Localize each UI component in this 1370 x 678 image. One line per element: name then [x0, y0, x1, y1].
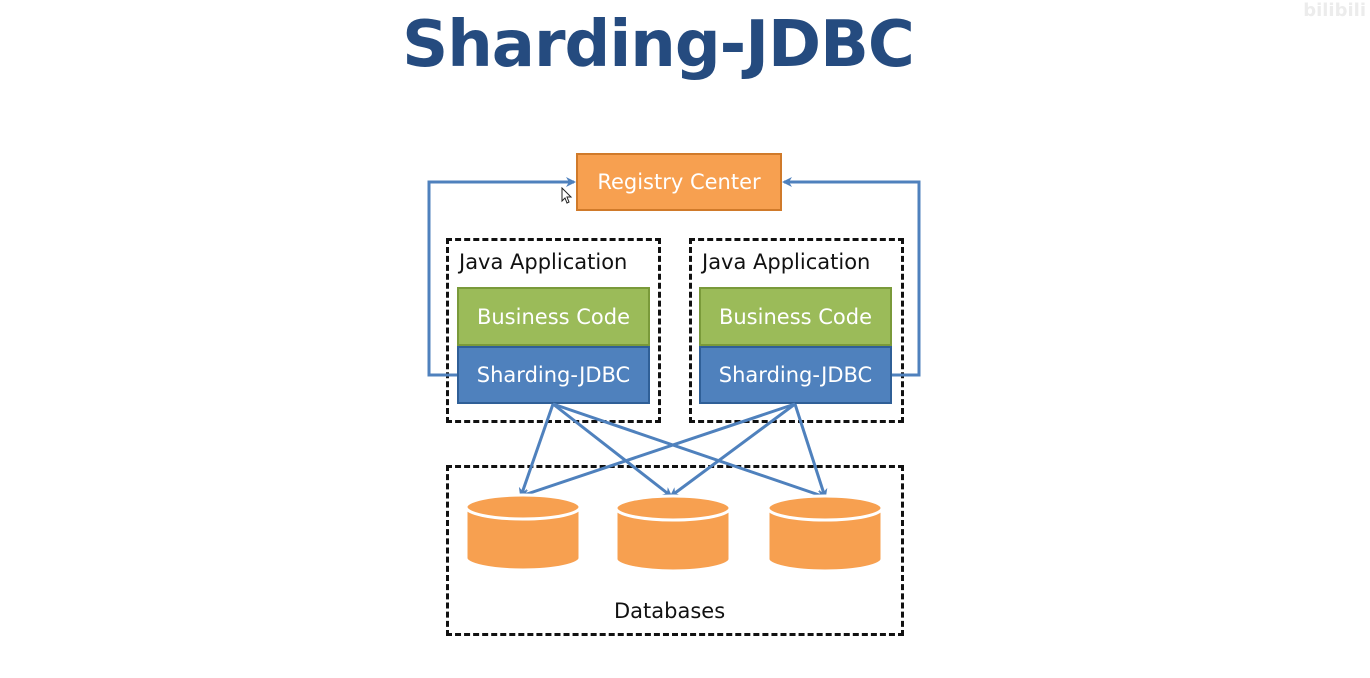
java-application-label-left: Java Application: [459, 250, 628, 274]
business-code-box-left: Business Code: [457, 287, 650, 346]
business-code-label-left: Business Code: [476, 304, 631, 329]
sharding-jdbc-label-left: Sharding-JDBC: [476, 363, 631, 387]
sharding-jdbc-label-right: Sharding-JDBC: [718, 363, 873, 387]
sharding-jdbc-box-left: Sharding-JDBC: [457, 346, 650, 404]
business-code-label-right: Business Code: [718, 304, 873, 329]
business-code-box-right: Business Code: [699, 287, 892, 346]
sharding-jdbc-box-right: Sharding-JDBC: [699, 346, 892, 404]
databases-label: Databases: [614, 599, 726, 623]
page-title: Sharding-JDBC: [402, 8, 915, 82]
mouse-cursor-icon: [561, 187, 573, 204]
watermark-logo: bilibili: [1303, 0, 1366, 21]
java-application-label-right: Java Application: [702, 250, 871, 274]
registry-center-box: Registry Center: [576, 153, 782, 211]
registry-center-label: Registry Center: [597, 170, 761, 194]
